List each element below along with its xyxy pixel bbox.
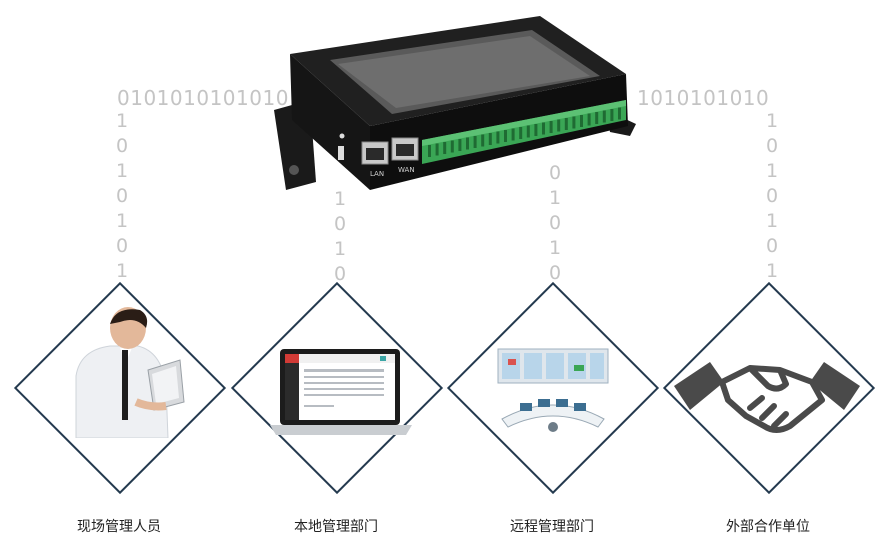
- terminal-pin: [443, 142, 447, 154]
- terminal-pin: [428, 145, 431, 157]
- gateway-device: LAN WAN: [274, 16, 636, 190]
- binary-digit: 1: [334, 188, 347, 210]
- terminal-pin: [526, 125, 530, 138]
- binary-digit: 1: [116, 210, 129, 232]
- binary-digit: 0: [116, 135, 129, 157]
- terminal-pin: [572, 116, 576, 129]
- binary-digit: 1: [766, 160, 779, 182]
- terminal-pin: [595, 112, 599, 124]
- terminal-pin: [610, 109, 614, 121]
- terminal-pin: [587, 113, 591, 126]
- terminal-pin: [511, 128, 515, 141]
- terminal-pin: [435, 143, 439, 156]
- terminal-pin: [519, 127, 523, 139]
- binary-digit: 0: [549, 212, 562, 234]
- binary-digit: 1: [116, 160, 129, 182]
- terminal-pin: [549, 121, 553, 133]
- lan-port-label: LAN: [370, 170, 384, 178]
- node-label-external-partners: 外部合作单位: [726, 519, 810, 535]
- terminal-pin: [534, 124, 538, 136]
- terminal-pin: [564, 118, 568, 130]
- terminal-pin: [618, 107, 621, 120]
- person-with-laptop-icon: [75, 307, 185, 438]
- node-label-remote-management: 远程管理部门: [510, 519, 594, 535]
- binary-digit: 1: [766, 210, 779, 232]
- terminal-pin: [557, 119, 561, 132]
- binary-digit: 1: [766, 260, 779, 282]
- wan-port-label: WAN: [398, 166, 415, 174]
- binary-digit: 1: [549, 237, 562, 259]
- terminal-pin: [504, 130, 507, 142]
- binary-digit: 1: [549, 187, 562, 209]
- terminal-pin: [602, 110, 606, 123]
- terminal-pin: [496, 131, 500, 144]
- node-label-field-staff: 现场管理人员: [77, 519, 161, 535]
- binary-digit: 0: [334, 263, 347, 285]
- binary-digit: 0: [549, 262, 562, 284]
- terminal-pin: [542, 122, 545, 135]
- binary-digit: 0: [549, 162, 562, 184]
- terminal-pin: [466, 137, 469, 150]
- terminal-pin: [488, 133, 492, 145]
- terminal-pin: [481, 134, 485, 147]
- binary-digit: 1: [334, 238, 347, 260]
- binary-row-right: 1010101010: [637, 86, 770, 110]
- binary-digit: 0: [334, 213, 347, 235]
- laptop-dashboard-icon: [270, 349, 412, 435]
- binary-digit: 1: [116, 110, 129, 132]
- terminal-pin: [580, 115, 583, 127]
- binary-digit: 0: [116, 185, 129, 207]
- binary-column-2: 1 0 1 0 1: [334, 190, 346, 309]
- terminal-pin: [450, 140, 454, 153]
- control-room-icon: [497, 348, 609, 432]
- binary-digit: 0: [766, 235, 779, 257]
- binary-digit: 0: [766, 185, 779, 207]
- binary-digit: 0: [116, 235, 129, 257]
- binary-digit: 1: [116, 260, 129, 282]
- binary-digit: 0: [766, 135, 779, 157]
- binary-digit: 1: [766, 110, 779, 132]
- terminal-pin: [458, 139, 462, 151]
- node-label-local-management: 本地管理部门: [294, 519, 378, 535]
- binary-row-left: 0101010101010: [117, 86, 289, 110]
- handshake-icon: [674, 362, 860, 433]
- binary-column-1: 1 0 1 0 1 0 1: [116, 112, 128, 281]
- binary-column-4: 1 0 1 0 1 0 1: [766, 112, 778, 281]
- terminal-pin: [473, 136, 477, 148]
